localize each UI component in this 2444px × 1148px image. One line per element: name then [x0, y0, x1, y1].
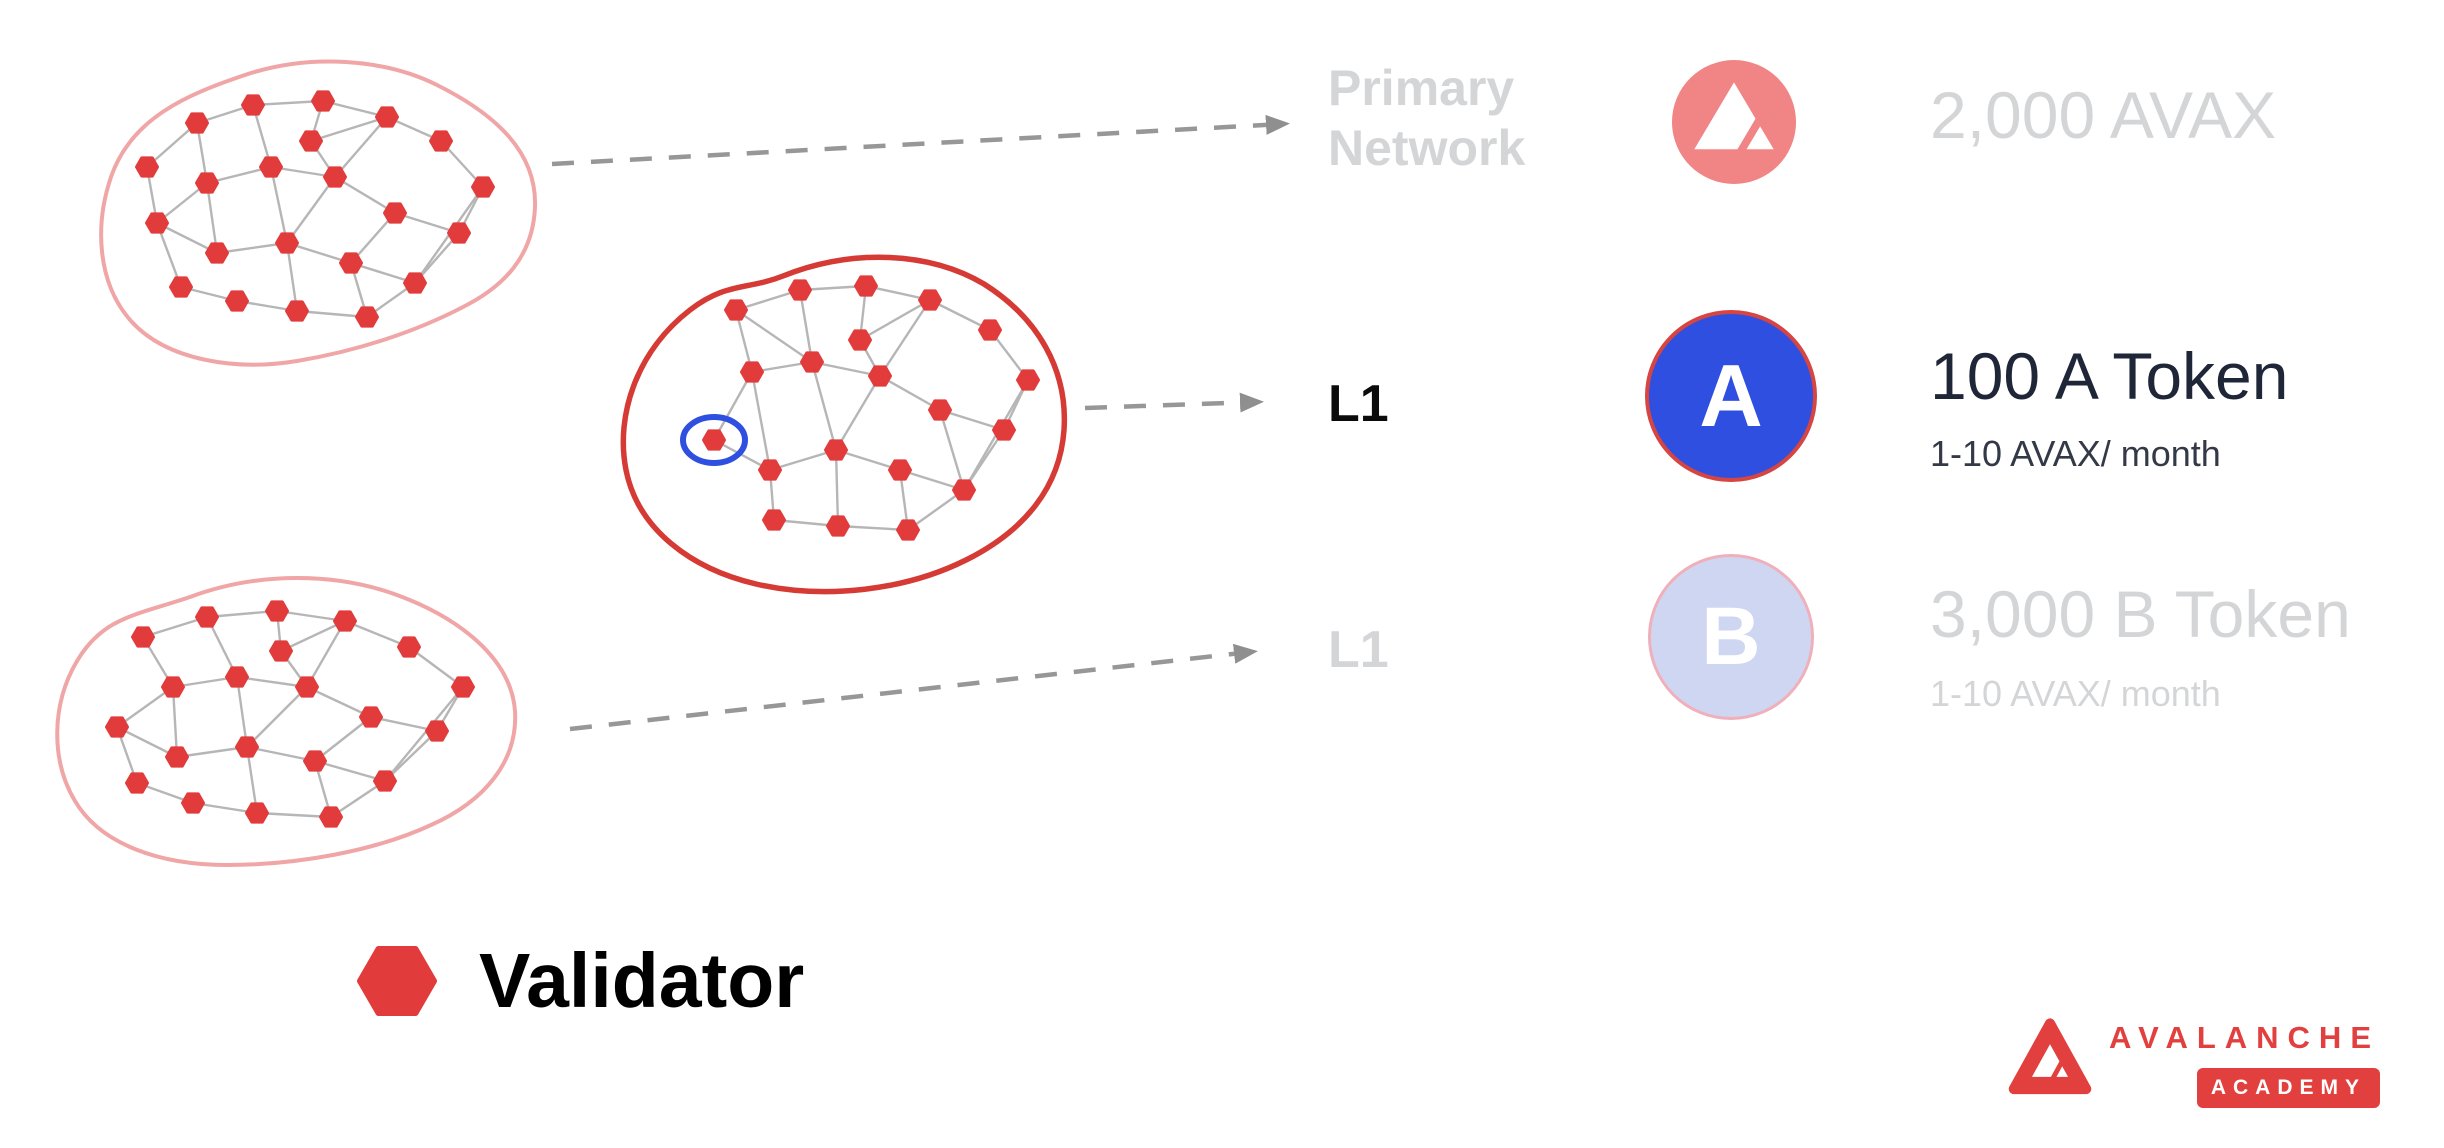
validator-legend-label: Validator: [479, 938, 805, 1024]
arrow-primary-network: [551, 114, 1290, 167]
token-b-cost-value: 3,000 B Token: [1930, 577, 2351, 651]
avalanche-academy-logo: AVALANCHE ACADEMY: [2007, 1010, 2380, 1108]
token-a-icon: A: [1645, 310, 1817, 482]
avalanche-logo-icon: [1672, 60, 1796, 184]
token-b-letter: B: [1701, 591, 1761, 682]
validator-legend: Validator: [357, 941, 804, 1021]
l1-active-label: L1: [1328, 375, 1389, 433]
avalanche-mark: [1672, 60, 1796, 184]
primary-network-graph: [99, 59, 538, 367]
primary-network-label: Primary Network: [1328, 60, 1526, 176]
token-a-letter: A: [1699, 346, 1763, 445]
brand-text-column: AVALANCHE ACADEMY: [2109, 1010, 2380, 1108]
token-b-cost-subtitle: 1-10 AVAX/ month: [1930, 673, 2221, 714]
avalanche-triangle-icon: [2008, 1018, 2092, 1095]
token-b-icon: B: [1648, 554, 1814, 720]
primary-cost-value: 2,000 AVAX: [1930, 78, 2277, 152]
token-a-cost-value: 100 A Token: [1930, 339, 2289, 413]
validator-hexagon-icon: [357, 946, 437, 1016]
token-a-cost-subtitle: 1-10 AVAX/ month: [1930, 433, 2221, 474]
arrow-l1-active: [1084, 392, 1264, 413]
l1-faded-network-graph: [55, 576, 518, 867]
brand-wordmark: AVALANCHE: [2108, 1020, 2380, 1055]
brand-academy-badge: ACADEMY: [2196, 1068, 2380, 1108]
arrow-l1-faded: [569, 643, 1258, 732]
l1-active-network-graph: [620, 254, 1068, 595]
l1-faded-label: L1: [1328, 621, 1389, 679]
